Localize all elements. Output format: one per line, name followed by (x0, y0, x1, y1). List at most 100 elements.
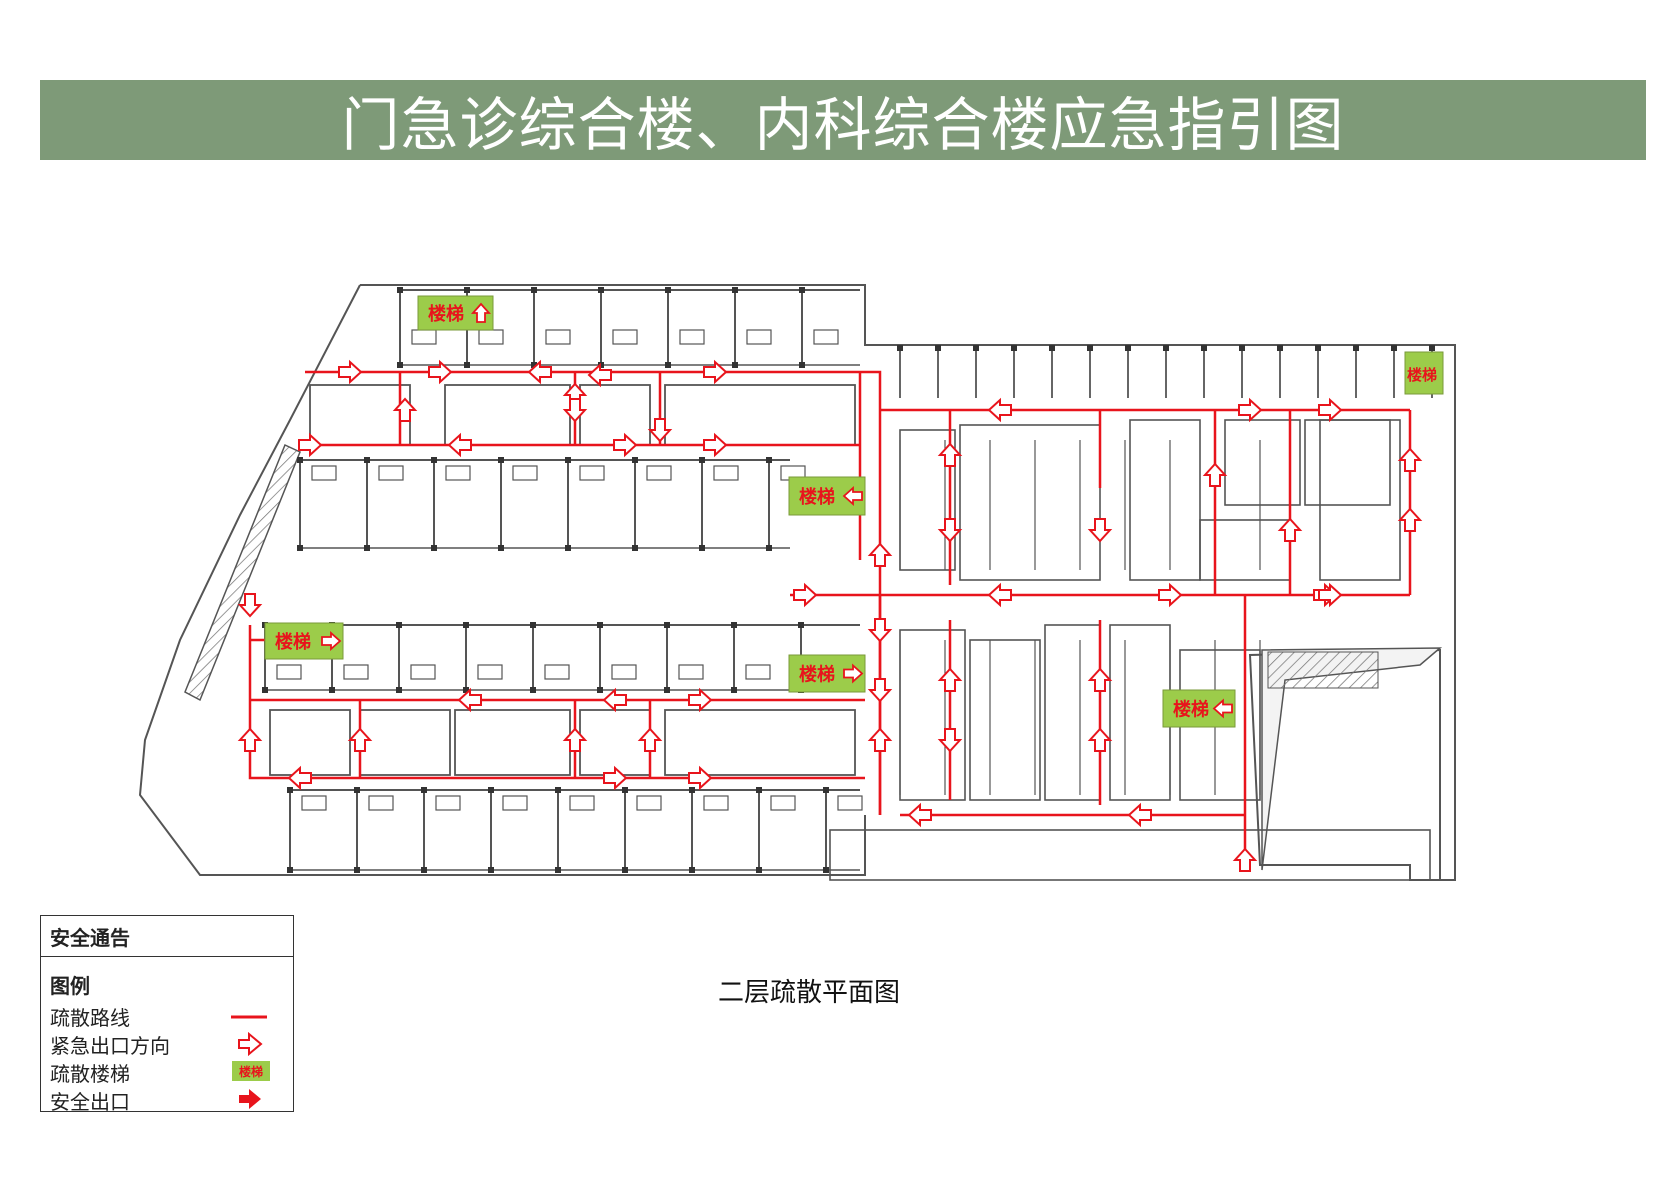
exit-direction-arrow-icon (842, 485, 863, 507)
washroom-unit (477, 664, 503, 680)
room-block (829, 829, 1431, 881)
column (798, 622, 804, 628)
column (287, 787, 293, 793)
exit-direction-arrow-icon (1087, 727, 1113, 752)
column (731, 622, 737, 628)
column (354, 867, 360, 873)
escalator (1267, 651, 1379, 689)
column (1315, 345, 1321, 351)
exit-direction-arrow-icon (613, 432, 638, 458)
column (597, 687, 603, 693)
column (530, 687, 536, 693)
column (622, 867, 628, 873)
washroom-unit (410, 664, 436, 680)
washroom-unit (646, 465, 672, 481)
stair-swatch-label: 楼梯 (238, 1064, 263, 1079)
column (689, 787, 695, 793)
exit-direction-arrow-icon (237, 727, 263, 752)
washroom-unit (512, 465, 538, 481)
column (699, 457, 705, 463)
stair-label: 楼梯 (1173, 699, 1209, 721)
column (1391, 345, 1397, 351)
column (1049, 345, 1055, 351)
column (632, 457, 638, 463)
column (665, 287, 671, 293)
exit-direction-arrow-icon (637, 727, 663, 752)
safety-exit-arrow-icon (239, 1089, 261, 1109)
column (756, 787, 762, 793)
room-block (359, 709, 451, 776)
exit-direction-arrow-icon (1318, 397, 1343, 423)
room-block (444, 384, 571, 446)
washroom-unit (713, 465, 739, 481)
column (1239, 345, 1245, 351)
washroom-unit (636, 795, 662, 811)
column (498, 457, 504, 463)
column (364, 545, 370, 551)
stair-label: 楼梯 (1407, 366, 1437, 384)
washroom-unit (746, 329, 772, 345)
exit-direction-arrow-icon (1087, 667, 1113, 692)
title-bar: 门急诊综合楼、内科综合楼应急指引图 (40, 80, 1646, 160)
column (297, 457, 303, 463)
room-block (664, 384, 856, 446)
exit-direction-arrow-icon (470, 302, 492, 323)
column (665, 362, 671, 368)
column (431, 545, 437, 551)
evacuation-route-line (248, 625, 865, 780)
stair-label: 楼梯 (275, 631, 311, 653)
column (262, 687, 268, 693)
room-block (1109, 624, 1171, 801)
exit-direction-arrow-icon (1158, 582, 1183, 608)
exit-direction-arrow-icon (527, 359, 552, 385)
column (1125, 345, 1131, 351)
exit-direction-arrow-icon (347, 727, 373, 752)
column (1429, 345, 1435, 351)
column (1277, 345, 1283, 351)
column (565, 457, 571, 463)
column (689, 867, 695, 873)
room-block (579, 384, 651, 446)
exit-direction-arrow-icon (688, 687, 713, 713)
exit-direction-arrow-icon (1318, 582, 1343, 608)
exit-direction-arrow-icon (602, 687, 627, 713)
column (1201, 345, 1207, 351)
column (935, 345, 941, 351)
washroom-unit (343, 664, 369, 680)
stair-label: 楼梯 (799, 664, 835, 686)
washroom-unit (276, 664, 302, 680)
washroom-unit (411, 329, 437, 345)
column (664, 687, 670, 693)
exit-direction-arrow-icon (428, 359, 453, 385)
washroom-unit (813, 329, 839, 345)
exit-direction-arrow-icon (937, 728, 963, 753)
exit-direction-arrow-icon (1232, 847, 1258, 872)
washroom-unit (569, 795, 595, 811)
washroom-unit (703, 795, 729, 811)
column (1163, 345, 1169, 351)
exit-direction-arrow-icon (287, 765, 312, 791)
stair-label: 楼梯 (428, 303, 464, 325)
column (897, 345, 903, 351)
washroom-unit (837, 795, 863, 811)
room-block (579, 709, 651, 776)
washroom-unit (311, 465, 337, 481)
column (799, 287, 805, 293)
washroom-unit (611, 664, 637, 680)
exit-direction-arrow-icon (1397, 447, 1423, 472)
column (732, 362, 738, 368)
evacuation-stair (1404, 351, 1444, 395)
exit-direction-arrow-icon (562, 398, 588, 423)
column (498, 545, 504, 551)
column (297, 545, 303, 551)
column (354, 787, 360, 793)
column (699, 545, 705, 551)
column (421, 787, 427, 793)
washroom-unit (502, 795, 528, 811)
room-block (309, 384, 411, 446)
stair-label: 楼梯 (799, 486, 835, 508)
room-block (664, 709, 856, 776)
ramp-hatch (184, 443, 301, 702)
exit-direction-arrow-icon (321, 630, 342, 652)
column (756, 867, 762, 873)
